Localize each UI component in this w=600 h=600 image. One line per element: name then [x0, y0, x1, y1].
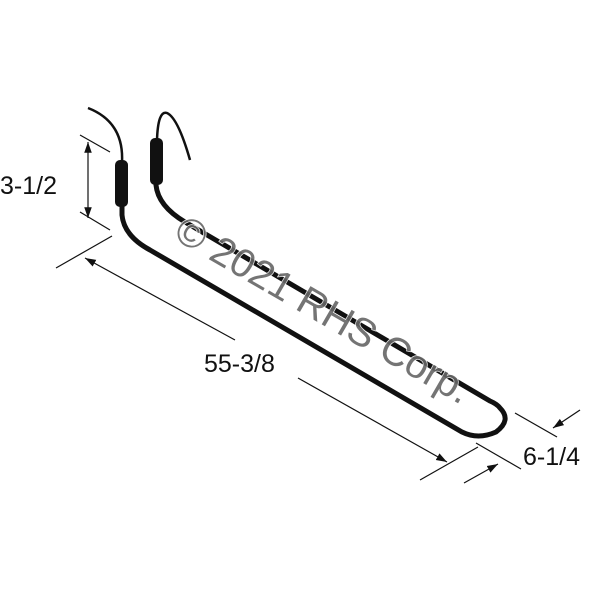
right-lead-wire	[155, 111, 192, 161]
width-label: 6-1/4	[523, 443, 580, 471]
width-dimension: 6-1/4	[463, 409, 581, 484]
right-terminal-sleeve	[150, 138, 163, 185]
length-label: 55-3/8	[204, 350, 275, 378]
left-lead-wire	[87, 106, 124, 163]
copyright-watermark: © 2021 RHS Corp.	[168, 208, 479, 413]
height-label: 3-1/2	[0, 172, 57, 200]
element-tube	[119, 182, 508, 439]
left-terminal-sleeve	[115, 160, 128, 207]
length-dimension: 55-3/8	[55, 235, 479, 481]
height-dimension: 3-1/2	[0, 134, 111, 231]
